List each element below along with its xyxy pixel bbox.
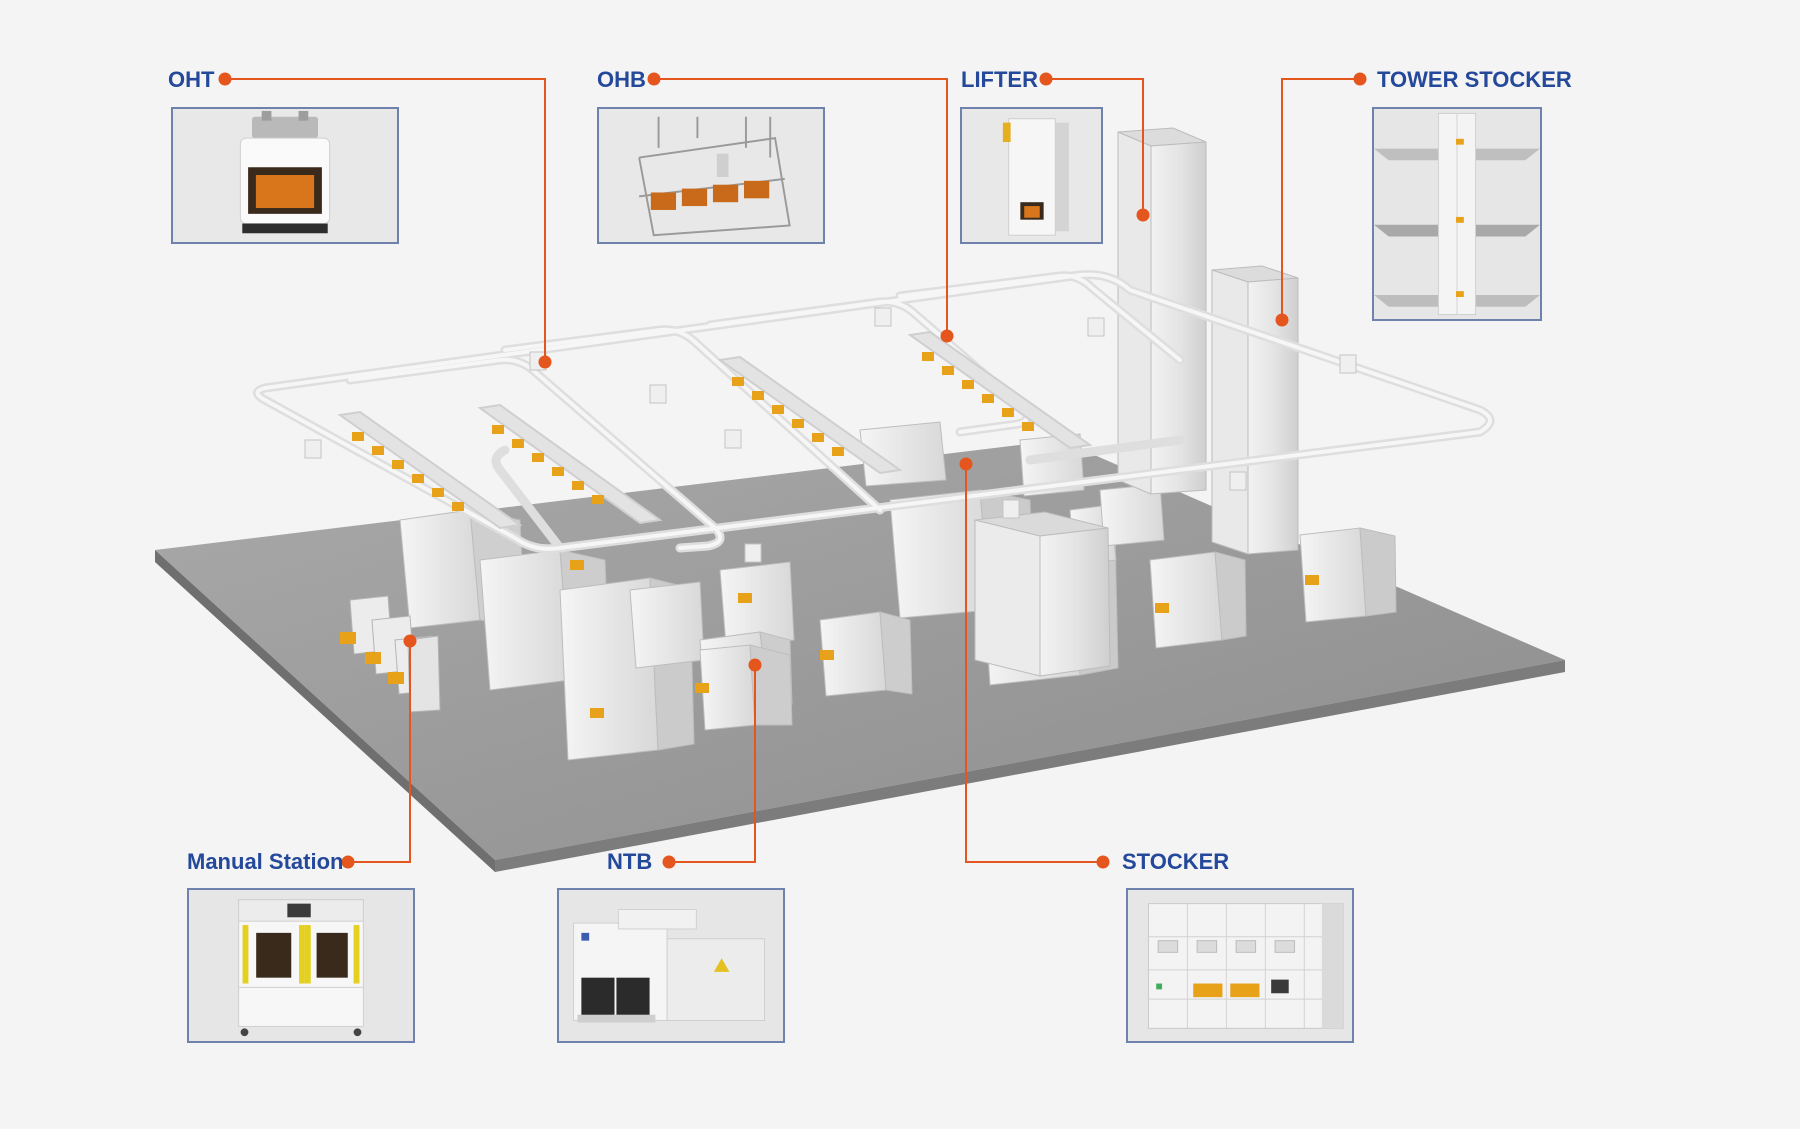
- manual-station-callout-line: [348, 641, 411, 863]
- stocker-label: STOCKER: [1122, 849, 1230, 874]
- oht-thumbnail: [171, 107, 399, 244]
- central-stocker: [974, 511, 1111, 677]
- ohb-callout-line: [654, 78, 948, 336]
- stocker-thumbnail: [1126, 888, 1354, 1043]
- callout-lines: [225, 78, 1360, 863]
- tower-stocker-image: [1374, 109, 1540, 319]
- tower-stocker-label: TOWER STOCKER: [1377, 67, 1572, 92]
- lifter-callout-line: [1046, 78, 1144, 215]
- stocker-callout-line: [965, 464, 1103, 863]
- tower-stocker: [1211, 265, 1299, 555]
- ohb-rack-image: [600, 109, 822, 242]
- ntb-callout-line: [669, 665, 756, 863]
- overhead-track-inner: [255, 272, 1492, 551]
- ntb-label: NTB: [607, 849, 653, 874]
- oht-callout-line: [225, 78, 546, 362]
- lifter-image: [962, 109, 1101, 242]
- ohb-label: OHB: [597, 67, 646, 92]
- stocker-image: [1128, 890, 1352, 1041]
- ntb-thumbnail: [557, 888, 785, 1043]
- manual-station-thumbnail: [187, 888, 415, 1043]
- manual-station-image: [189, 890, 413, 1041]
- ohb-racks: [337, 330, 1093, 530]
- lifter-label: LIFTER: [961, 67, 1038, 92]
- manual-stations: [340, 595, 441, 713]
- lifter-thumbnail: [960, 107, 1103, 244]
- tower-stocker-callout-line: [1281, 78, 1360, 320]
- callout-dots: [218, 72, 1367, 869]
- ohb-thumbnail: [597, 107, 825, 244]
- tower-stocker-thumbnail: [1372, 107, 1542, 321]
- lifter-tower: [1117, 127, 1207, 495]
- manual-station-label: Manual Station: [187, 849, 344, 874]
- oht-vehicle-image: [174, 109, 396, 242]
- oht-label: OHT: [168, 67, 215, 92]
- oht-vehicles: [304, 307, 1357, 563]
- ntb-image: [559, 890, 783, 1041]
